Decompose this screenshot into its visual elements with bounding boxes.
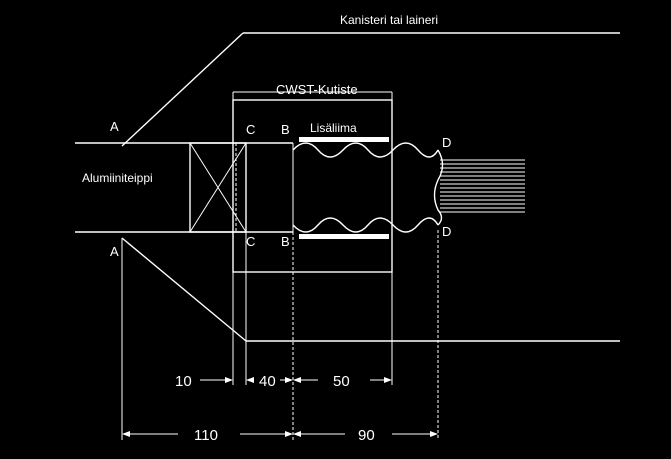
flexible-hose [292, 142, 444, 233]
point-a-top: A [110, 119, 119, 134]
cwst-label: CWST-Kutiste [276, 82, 358, 97]
point-c-bottom: C [246, 234, 255, 249]
dimension-90: 90 [358, 427, 375, 444]
point-a-bottom: A [110, 244, 119, 259]
dimension-40: 40 [259, 373, 276, 390]
canister-label: Kanisteri tai laineri [340, 13, 438, 27]
extension-lines [121, 230, 439, 440]
extra-glue-label: Lisäliima [310, 121, 357, 135]
duct-lines [75, 142, 293, 233]
dimension-10: 10 [175, 373, 192, 390]
cwst-sleeve [232, 91, 393, 273]
point-b-top: B [281, 122, 290, 137]
aluminium-tape-box [189, 142, 247, 233]
point-c-top: C [246, 122, 255, 137]
point-d-top: D [442, 135, 451, 150]
dimension-110: 110 [194, 427, 218, 444]
point-d-bottom: D [442, 224, 451, 239]
dimension-50: 50 [333, 373, 350, 390]
aluminium-tape-label: Alumiiniteippi [82, 171, 153, 185]
dimension-arrows [122, 377, 438, 437]
point-b-bottom: B [281, 234, 290, 249]
hose-end-stripes [440, 159, 525, 213]
glue-bars [299, 137, 389, 239]
canister-outline [121, 32, 620, 342]
